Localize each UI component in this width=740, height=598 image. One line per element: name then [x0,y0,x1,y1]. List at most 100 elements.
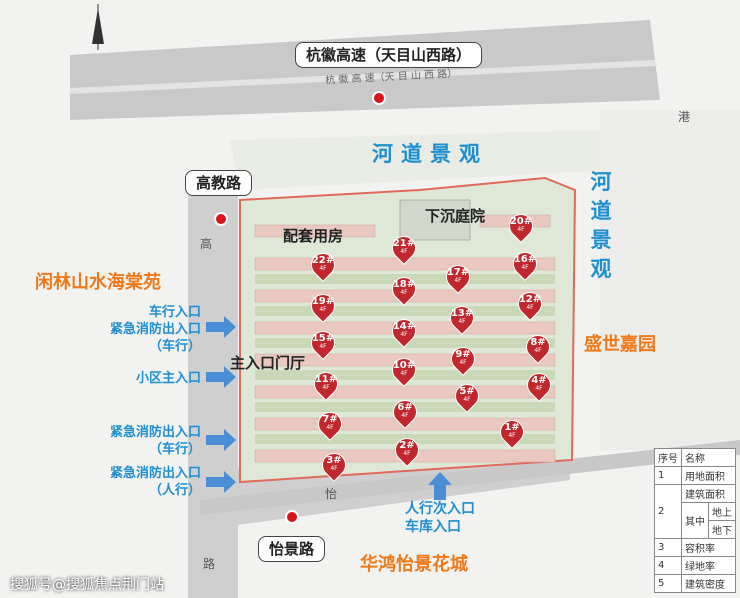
west-road-vertical-text: 高 [200,237,213,251]
entrance-line: （车行） [148,442,201,457]
building-number: 9# [455,349,471,360]
building-pin-5: 5#4F [450,379,484,414]
table-row: 1 用地面积 [654,466,736,485]
building-number: 20# [509,216,533,227]
expressway-road [70,20,660,120]
building-floors: 4F [319,265,327,272]
building-pin-15: 15#4F [306,326,340,361]
entrance-line: （车行） [148,339,201,354]
community-main-entrance-label: 小区主入口 [135,371,201,386]
building-pin-19: 19#4F [306,289,340,324]
building-number: 16# [513,254,537,265]
north-river-area [230,130,610,190]
east-river-char: 观 [590,257,612,281]
emergency-vehicle-entrance-label: 紧急消防出入口 （车行） [95,424,201,458]
building-pin-14: 14#4F [387,314,421,349]
building-floors: 4F [326,424,334,431]
building-number: 15# [311,333,335,344]
building-pin-4: 4#4F [522,368,556,403]
table-cell: 其中 [681,502,709,539]
table-cell: 1 [654,466,682,485]
south-road-marker [285,510,299,524]
building-pin-12: 12#4F [513,287,547,322]
building-floors: 4F [400,289,408,296]
building-number: 21# [392,238,416,249]
building-number: 2# [399,440,415,451]
building-floors: 4F [534,347,542,354]
table-cell: 3 [654,538,682,557]
building-pin-8: 8#4F [521,330,555,365]
sunken-courtyard-label: 下沉庭院 [425,207,486,225]
building-pin-11: 11#4F [309,367,343,402]
supporting-facility-label: 配套用房 [283,227,344,245]
building-number: 12# [518,294,542,305]
building-floors: 4F [526,304,534,311]
building-number: 11# [314,374,338,385]
building-pin-17: 17#4F [441,260,475,295]
table-cell: 2 [654,484,682,539]
table-cell: 5 [654,574,682,593]
building-pin-3: 3#4F [317,448,351,483]
building-pin-10: 10#4F [387,353,421,388]
building-floors: 4F [403,450,411,457]
table-cell: 用地面积 [681,466,736,485]
building-number: 17# [446,267,470,278]
entrance-line: 紧急消防出入口 [109,425,201,440]
south-road-text-2: 路 [203,557,216,571]
table-cell: 容积率 [681,538,736,557]
main-entrance-hall-label: 主入口门厅 [230,354,306,372]
table-header-cell: 序号 [654,448,682,467]
entrance-line: （人行） [148,483,201,498]
building-pin-20: 20#4F [504,209,538,244]
table-cell: 建筑密度 [681,574,736,593]
table-row: 3 容积率 [654,538,736,557]
building-pin-9: 9#4F [446,342,480,377]
building-number: 22# [311,255,335,266]
building-pin-2: 2#4F [390,433,424,468]
table-cell: 地下 [708,520,736,539]
courtyard-block [399,199,471,241]
table-row: 4 绿地率 [654,556,736,575]
building-floors: 4F [319,306,327,313]
building-number: 19# [311,296,335,307]
table-cell: 绿地率 [681,556,736,575]
table-row: 2 建筑面积 [654,484,736,539]
entrance-line: 车库入口 [405,519,461,535]
building-floors: 4F [463,396,471,403]
east-river-char: 道 [590,199,612,223]
building-floors: 4F [400,370,408,377]
vehicle-emergency-entrance-label: 车行入口 紧急消防出入口 （车行） [95,304,201,355]
entrance-line: 紧急消防出入口 [109,466,201,481]
expressway-label: 杭徽高速（天目山西路） [295,42,483,68]
building-floors: 4F [400,331,408,338]
building-number: 5# [459,386,475,397]
building-pin-1: 1#4F [495,415,529,450]
north-river-title: 河道景观 [372,142,488,166]
data-table: 序号 名称 1 用地面积 2 建筑面积 其中 地上 地下 3 容积率 4 绿地率… [654,448,736,593]
west-neighbor: 闲林山水海棠苑 [35,272,161,293]
south-road-text-1: 怡 [325,487,338,501]
east-neighbor: 盛世嘉园 [584,334,656,355]
west-road-label: 高教路 [185,170,253,196]
arrow-right-icon [206,366,236,388]
east-river-char: 河 [590,170,612,194]
building-floors: 4F [458,318,466,325]
entrance-line: 紧急消防出入口 [109,322,201,337]
building-floors: 4F [521,264,529,271]
building-floors: 4F [330,465,338,472]
building-number: 6# [397,402,413,413]
building-pin-22: 22#4F [306,248,340,283]
south-neighbor: 华鸿怡景花城 [360,554,468,575]
arrow-right-icon [206,316,236,338]
building-floors: 4F [459,359,467,366]
entrance-line: 人行次入口 [405,501,475,517]
table-row: 5 建筑密度 [654,574,736,593]
building-number: 8# [530,337,546,348]
table-header-cell: 名称 [681,448,736,467]
building-pin-18: 18#4F [387,272,421,307]
entrance-line: 车行入口 [148,305,201,320]
building-pin-21: 21#4F [387,231,421,266]
building-number: 1# [504,422,520,433]
building-floors: 4F [322,384,330,391]
